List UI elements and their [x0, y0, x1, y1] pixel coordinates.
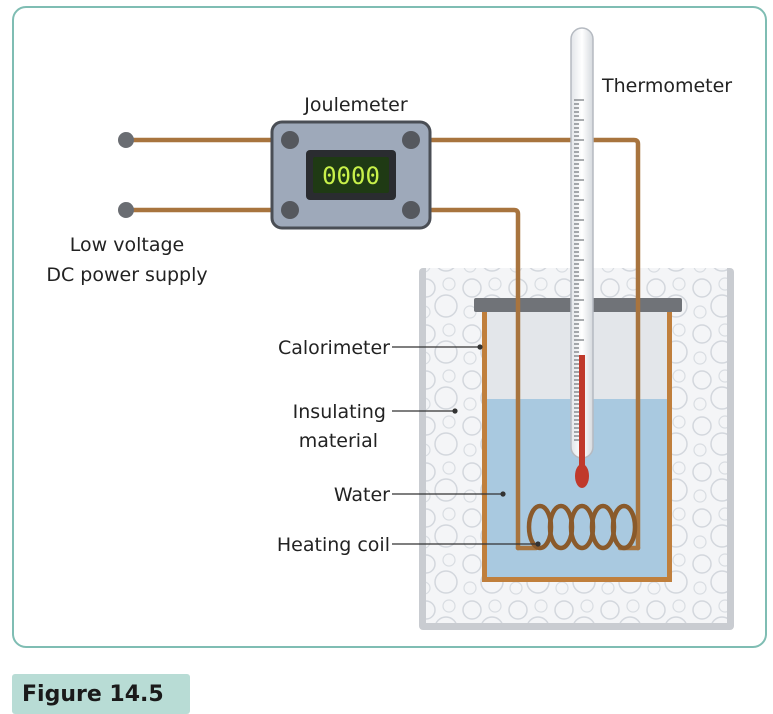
thermometer-liquid [579, 355, 585, 475]
label-water: Water [334, 484, 390, 506]
label-power-supply-line2: DC power supply [46, 264, 207, 286]
thermometer-bulb [575, 464, 589, 488]
joulemeter-display [313, 157, 389, 193]
joulemeter-terminal-tr [402, 131, 420, 149]
joulemeter-terminal-br [402, 201, 420, 219]
figure-caption: Figure 14.5 [22, 682, 164, 707]
heating-coil [526, 503, 638, 551]
label-thermometer: Thermometer [601, 75, 732, 97]
thermometer-scale [574, 99, 584, 441]
label-calorimeter: Calorimeter [278, 337, 390, 359]
joulemeter-terminal-tl [281, 131, 299, 149]
joulemeter-reading: 0000 [322, 162, 380, 190]
label-insulating-line2: material [299, 430, 378, 452]
label-heating-coil: Heating coil [277, 534, 390, 556]
wire-joulemeter-to-coil-left [407, 207, 521, 551]
thermometer [570, 27, 594, 488]
power-supply-terminals [118, 132, 134, 218]
wire-joulemeter-to-coil-right [407, 137, 641, 551]
leader-lines [392, 344, 541, 547]
joulemeter-terminal-bl [281, 201, 299, 219]
wires [125, 137, 641, 551]
terminal-bottom [118, 202, 134, 218]
label-power-supply-line1: Low voltage [70, 234, 184, 256]
joulemeter: 0000 [270, 120, 432, 230]
label-joulemeter: Joulemeter [303, 94, 408, 116]
calorimetry-diagram: 0000 Joulemeter Thermometer Low voltage … [46, 27, 734, 630]
terminal-top [118, 132, 134, 148]
label-insulating-line1: Insulating [293, 401, 386, 423]
